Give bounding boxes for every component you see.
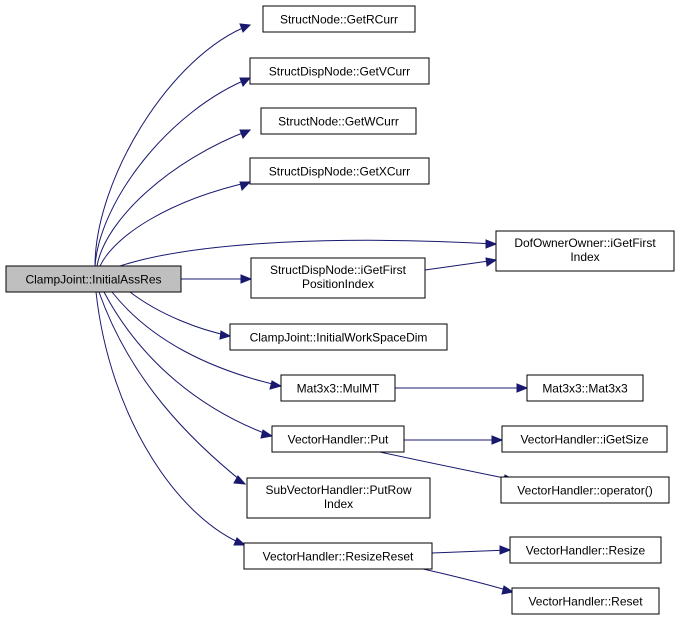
node-structnode-getrcurr[interactable]: StructNode::GetRCurr [262, 5, 416, 33]
node-label: Mat3x3::Mat3x3 [542, 382, 628, 396]
node-vectorhandler-put[interactable]: VectorHandler::Put [271, 425, 405, 453]
edge-root-getxcurr-arrowhead [239, 181, 252, 191]
edge-root-getrcurr [94, 24, 251, 267]
node-label-line-2: PositionIndex [302, 277, 374, 291]
edge-root-putrow-arrowhead [233, 475, 247, 485]
node-label: ClampJoint::InitialWorkSpaceDim [250, 331, 428, 345]
edge-mulmt-mat3x3-arrowhead [516, 383, 529, 393]
node-label: VectorHandler::Put [288, 433, 389, 447]
node-label-line-2: Index [324, 497, 353, 511]
node-label: VectorHandler::Reset [528, 595, 643, 609]
node-structdispnode-getxcurr[interactable]: StructDispNode::GetXCurr [249, 157, 430, 185]
node-label: VectorHandler::operator() [517, 484, 652, 498]
node-label: StructDispNode::GetXCurr [269, 165, 410, 179]
node-vectorhandler-reset[interactable]: VectorHandler::Reset [511, 587, 660, 615]
edge-root-dofowner [119, 239, 497, 267]
node-mat3x3-mat3x3[interactable]: Mat3x3::Mat3x3 [526, 374, 644, 402]
node-vectorhandler-resizereset[interactable]: VectorHandler::ResizeReset [243, 542, 433, 570]
edge-root-getvcurr [94, 77, 251, 267]
node-dofownerowner-igetfirstindex[interactable]: DofOwnerOwner::iGetFirst Index [495, 230, 675, 272]
node-structdispnode-igetfirstpositionindex[interactable]: StructDispNode::iGetFirst PositionIndex [250, 257, 426, 299]
edge-igetfirstpos-dofowner-arrowhead [485, 257, 498, 267]
edge-root-getvcurr-arrowhead [239, 77, 252, 87]
node-clampjoint-initialworkspacedim[interactable]: ClampJoint::InitialWorkSpaceDim [229, 323, 448, 351]
edge-root-initialworkspace-arrowhead [219, 330, 232, 340]
node-label-line-1: DofOwnerOwner::iGetFirst [514, 236, 656, 250]
edge-root-mulmt-arrowhead [269, 380, 283, 390]
node-structnode-getwcurr[interactable]: StructNode::GetWCurr [260, 107, 417, 135]
edge-root-dofowner-arrowhead [485, 239, 498, 249]
edge-root-getrcurr-arrowhead [239, 23, 252, 33]
node-clampjoint-initialassres[interactable]: ClampJoint::InitialAssRes [5, 265, 182, 293]
node-structdispnode-getvcurr[interactable]: StructDispNode::GetVCurr [249, 57, 430, 85]
node-label-line-2: Index [570, 250, 599, 264]
edge-resizereset-resize [431, 549, 511, 554]
edge-root-put-arrowhead [260, 429, 274, 439]
node-label: StructNode::GetWCurr [278, 115, 399, 129]
edge-root-put [103, 291, 273, 437]
node-label: StructDispNode::GetVCurr [269, 65, 410, 79]
node-mat3x3-mulmt[interactable]: Mat3x3::MulMT [280, 374, 396, 402]
edge-root-resizereset-arrowhead [233, 537, 247, 546]
edge-root-mulmt [111, 291, 282, 387]
node-vectorhandler-igetsize[interactable]: VectorHandler::iGetSize [501, 425, 668, 453]
node-label: ClampJoint::InitialAssRes [25, 273, 161, 287]
node-vectorhandler-operator[interactable]: VectorHandler::operator() [500, 476, 670, 504]
node-label-line-1: SubVectorHandler::PutRow [265, 483, 411, 497]
node-vectorhandler-resize[interactable]: VectorHandler::Resize [509, 536, 662, 564]
node-label-line-1: StructDispNode::iGetFirst [270, 263, 407, 277]
edge-root-getwcurr [96, 129, 251, 267]
edge-igetfirstpos-dofowner [424, 259, 497, 271]
edge-root-igetfirstpos-arrowhead [240, 274, 253, 284]
edge-root-initialworkspace [129, 291, 231, 337]
edge-root-putrow [98, 291, 246, 485]
edge-resizereset-resize-arrowhead [499, 545, 512, 555]
edge-resizereset-reset-arrowhead [501, 585, 515, 595]
edge-root-resizereset [95, 291, 246, 546]
node-label: Mat3x3::MulMT [297, 382, 380, 396]
edge-resizereset-reset [409, 565, 514, 593]
node-label: VectorHandler::ResizeReset [263, 550, 414, 564]
edge-put-igetsize-arrowhead [491, 435, 504, 445]
node-label: VectorHandler::Resize [526, 544, 646, 558]
edge-root-getxcurr [99, 181, 251, 267]
edge-root-getwcurr-arrowhead [239, 129, 252, 139]
node-subvectorhandler-putrowindex[interactable]: SubVectorHandler::PutRow Index [246, 477, 431, 519]
node-label: StructNode::GetRCurr [280, 13, 398, 27]
node-label: VectorHandler::iGetSize [520, 433, 648, 447]
edge-put-operator [379, 451, 515, 481]
